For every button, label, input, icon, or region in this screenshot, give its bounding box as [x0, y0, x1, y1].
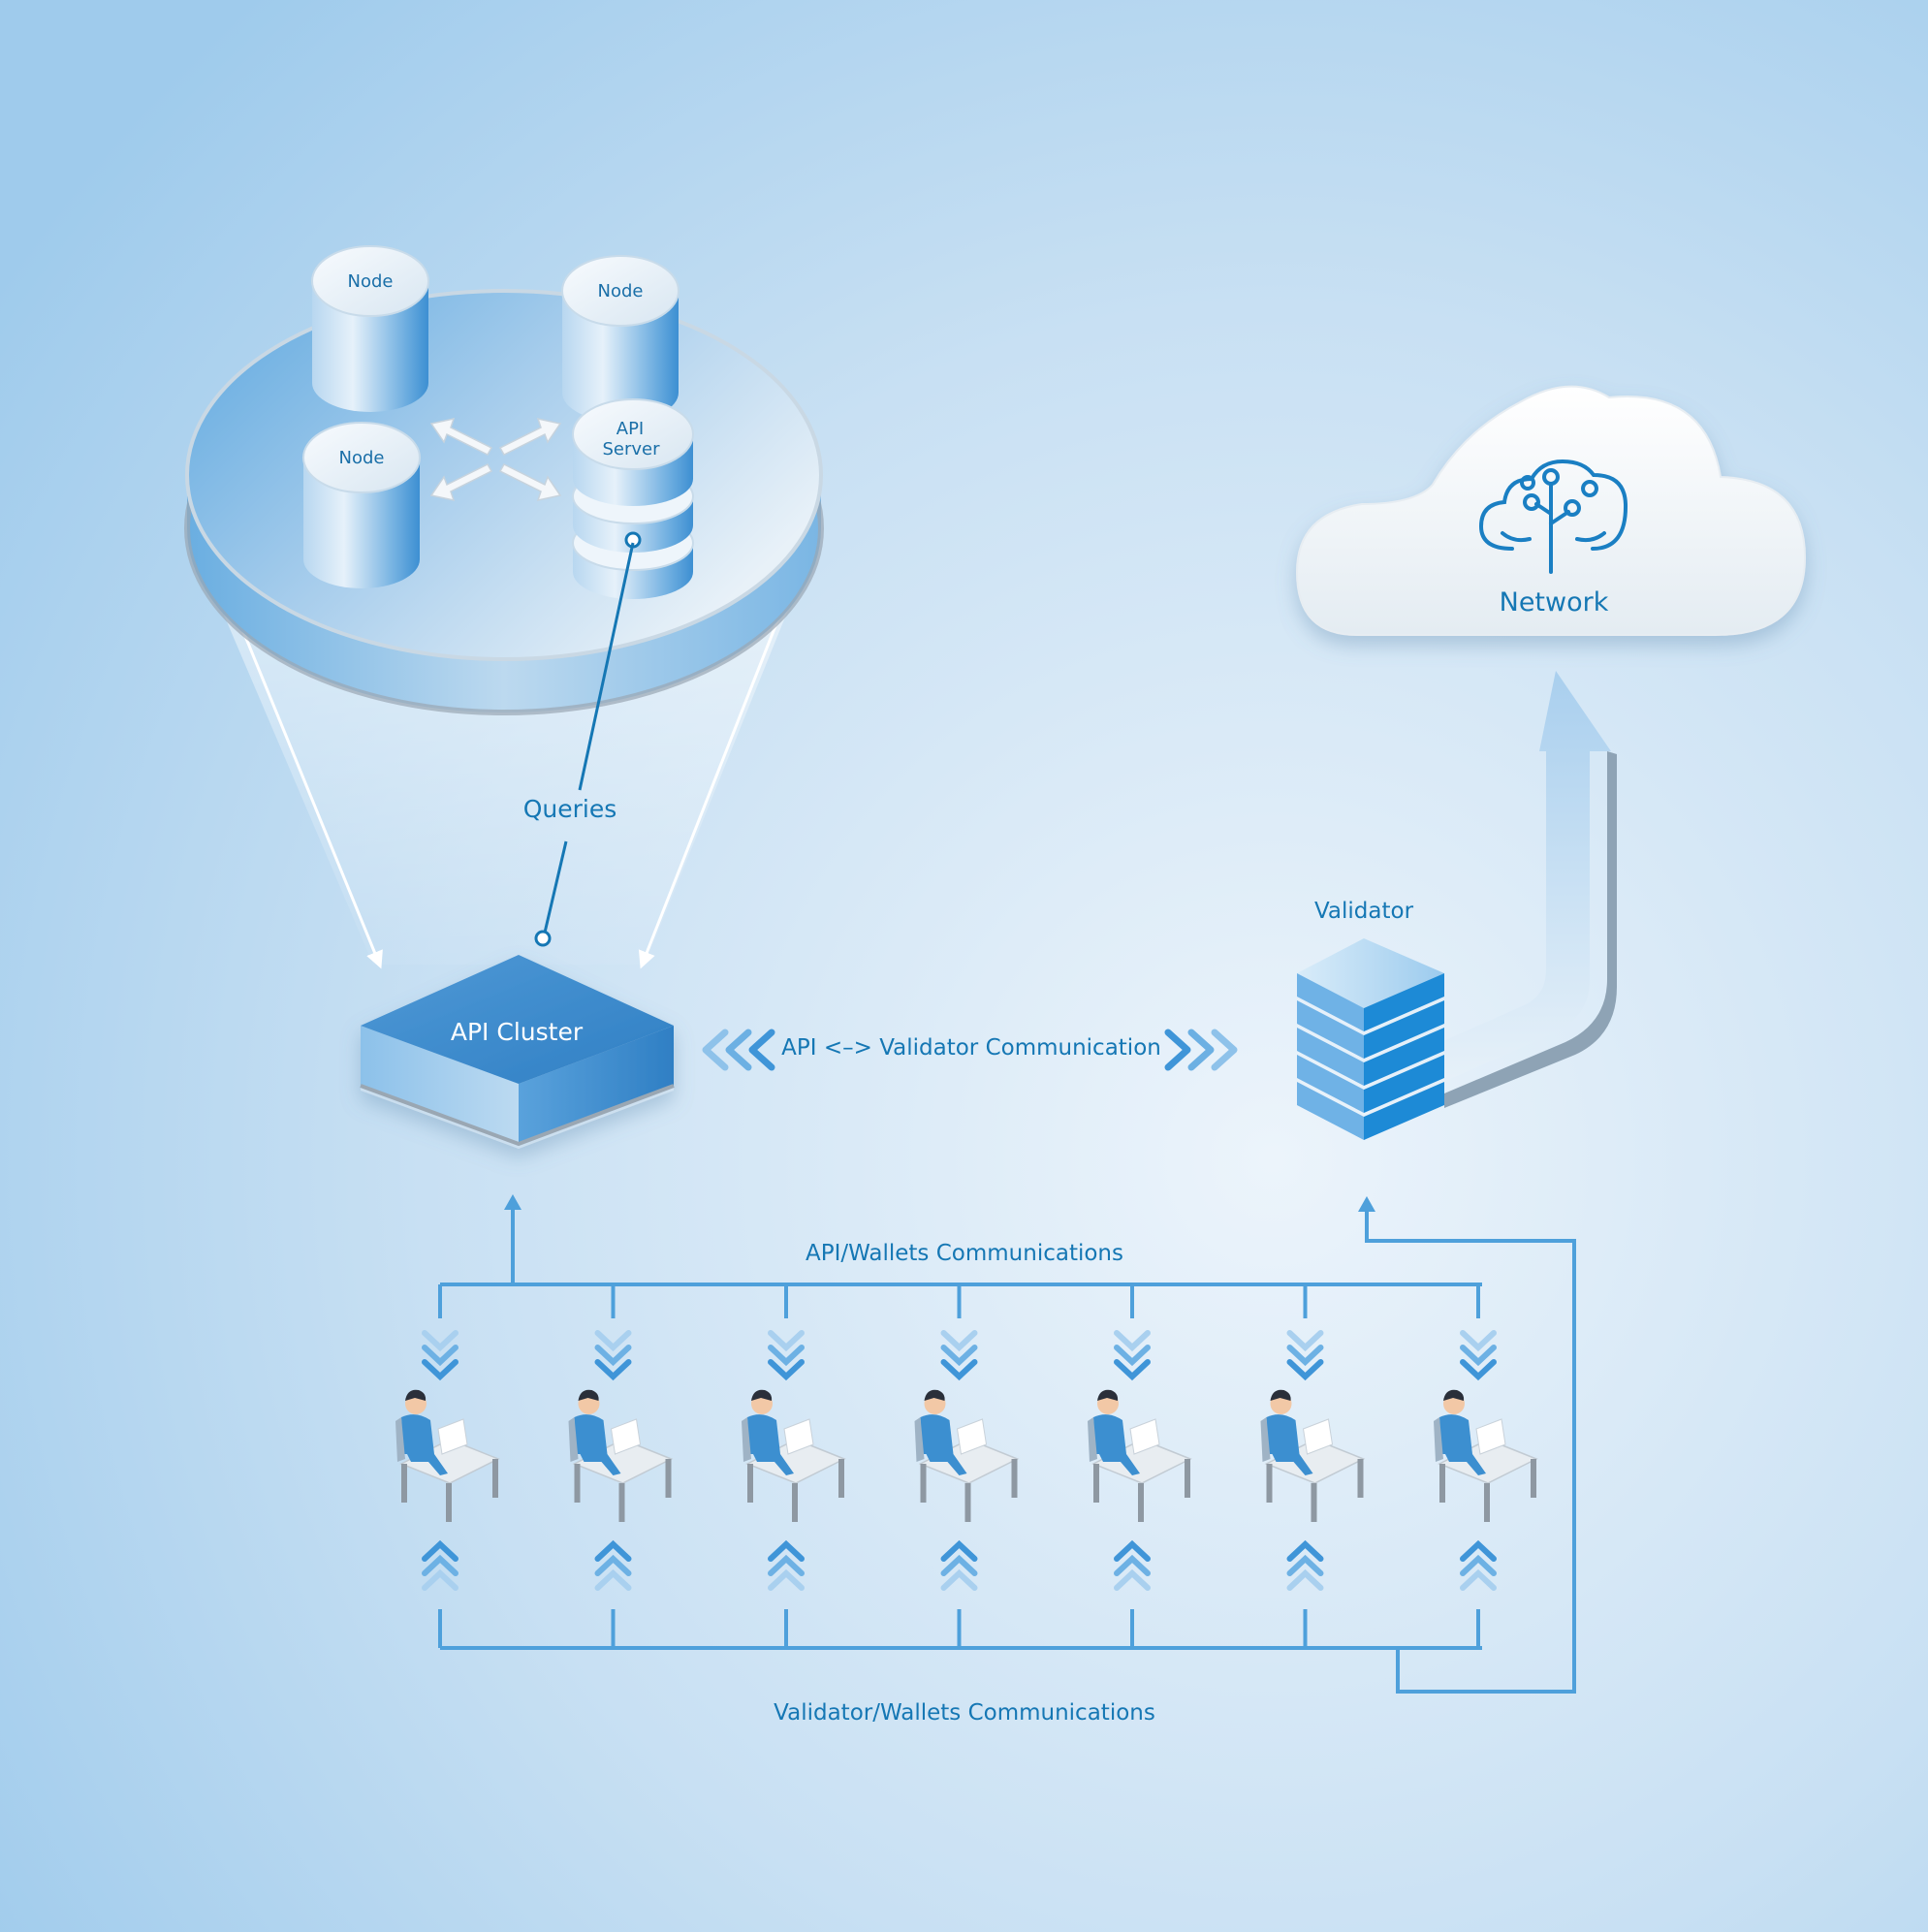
api-server-cylinder[interactable]: API Server	[572, 398, 694, 599]
node-cylinder-1[interactable]: Node	[311, 245, 429, 412]
node-cylinder-2[interactable]: Node	[561, 255, 680, 422]
node-cluster-disc	[184, 289, 824, 715]
validator-drop-5	[1114, 1539, 1151, 1648]
api-drop-2	[594, 1284, 632, 1381]
validator-drop-7	[1460, 1539, 1497, 1648]
validator-layers	[1297, 973, 1444, 1140]
api-cluster-box[interactable]: API Cluster	[360, 955, 675, 1149]
api-wallets-bus	[422, 1194, 1497, 1381]
wallet-users	[395, 1389, 1538, 1522]
wallet-user-5[interactable]	[1088, 1389, 1192, 1522]
api-cluster-label: API Cluster	[451, 1018, 584, 1046]
network-label: Network	[1500, 587, 1609, 618]
api-validator-link-label: API <–> Validator Communication	[781, 1035, 1161, 1061]
api-server-label-line1: API	[616, 419, 644, 439]
api-server-label-line2: Server	[602, 439, 660, 459]
network-icon	[1478, 459, 1628, 574]
node-label-1: Node	[348, 271, 394, 292]
validator-drop-4	[940, 1539, 978, 1648]
node-mesh-arrows	[429, 417, 562, 502]
queries-connector-dot	[534, 930, 552, 947]
api-drop-7	[1460, 1284, 1497, 1381]
api-drop-3	[768, 1284, 805, 1381]
left-chevrons	[702, 1029, 775, 1071]
wallet-user-4[interactable]	[914, 1389, 1020, 1522]
right-chevrons	[1164, 1029, 1238, 1071]
validator-label: Validator	[1314, 899, 1414, 924]
node-label-3: Node	[339, 448, 385, 468]
queries-line-lower	[543, 840, 568, 934]
api-wallets-label: API/Wallets Communications	[806, 1241, 1123, 1266]
api-drop-5	[1114, 1284, 1151, 1381]
network-arrow[interactable]	[1435, 671, 1611, 1086]
beam-edge-left	[221, 581, 383, 969]
validator-wallets-label: Validator/Wallets Communications	[774, 1700, 1155, 1726]
validator-drop-6	[1286, 1539, 1324, 1648]
wallet-user-6[interactable]	[1260, 1389, 1366, 1522]
validator-wallets-bus	[422, 1196, 1576, 1694]
validator-drop-1	[422, 1539, 458, 1648]
beam-edge-right	[638, 581, 795, 969]
wallet-user-1[interactable]	[395, 1389, 500, 1522]
wallet-user-7[interactable]	[1434, 1389, 1538, 1522]
api-drop-6	[1286, 1284, 1324, 1381]
node-label-2: Node	[598, 281, 644, 301]
wallet-user-3[interactable]	[742, 1389, 846, 1522]
wallet-user-2[interactable]	[568, 1389, 674, 1522]
api-drop-1	[422, 1284, 458, 1381]
validator-server[interactable]	[1297, 938, 1444, 1140]
api-drop-4	[940, 1284, 978, 1381]
queries-label: Queries	[523, 795, 617, 823]
validator-drop-2	[594, 1539, 632, 1648]
queries-line-upper	[578, 542, 635, 791]
node-cylinder-3[interactable]: Node	[302, 422, 421, 588]
validator-drop-3	[768, 1539, 805, 1648]
